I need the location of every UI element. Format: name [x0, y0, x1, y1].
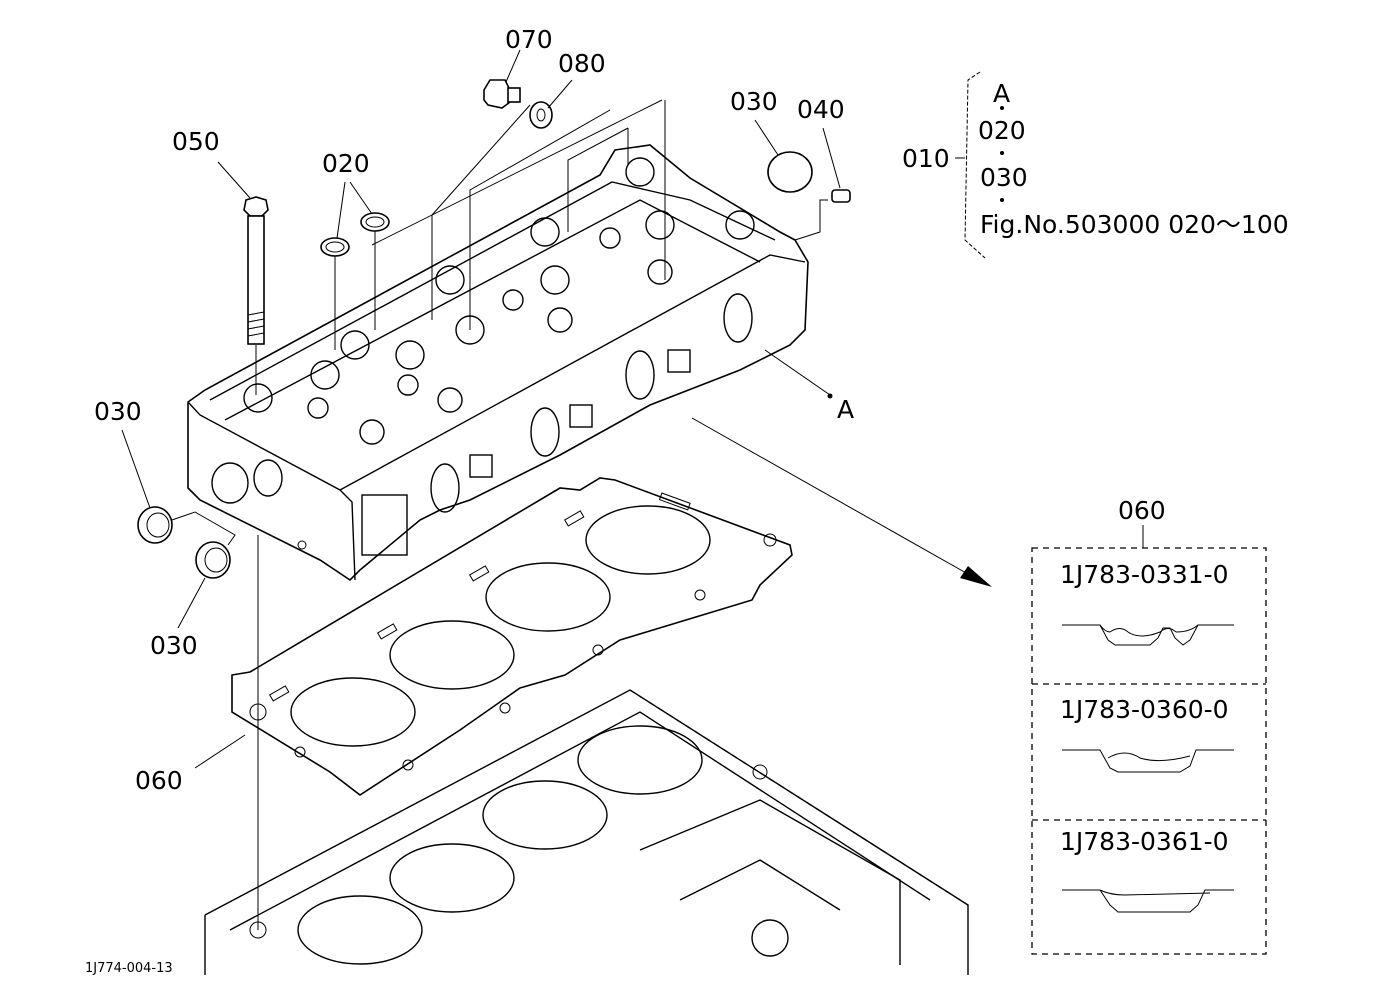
- seal-left: [137, 506, 231, 579]
- cylinder-head: [187, 144, 809, 582]
- plug: [483, 79, 521, 109]
- assembly-line-3: 030: [980, 163, 1028, 192]
- callouts: 070 080 030 040 050 020 030 030 060 A: [94, 25, 854, 795]
- gasket-variant-3-profile: [1062, 889, 1234, 913]
- head-bolt: [243, 196, 269, 395]
- assembly-line-4: Fig.No.503000 020～100: [980, 210, 1289, 239]
- callout-030-lower: 030: [150, 631, 198, 660]
- callout-020: 020: [322, 149, 370, 178]
- gasket-variant-1-part-number: 1J783-0331-0: [1060, 560, 1229, 589]
- head-gasket: [231, 477, 793, 796]
- leader-lines: [121, 49, 992, 930]
- assembly-parent: 010: [902, 144, 950, 173]
- washer: [529, 101, 553, 129]
- gasket-variant-2-profile: [1062, 749, 1234, 773]
- gasket-variant-2-part-number: 1J783-0360-0: [1060, 695, 1229, 724]
- stud: [831, 189, 851, 203]
- callout-030-left: 030: [94, 397, 142, 426]
- assembly-line-1: A: [993, 79, 1010, 108]
- drawing-id: 1J774-004-13: [85, 961, 173, 976]
- assembly-note: 010 A 020 030 Fig.No.503000 020～100: [902, 71, 1289, 259]
- gasket-variant-3-part-number: 1J783-0361-0: [1060, 827, 1229, 856]
- assembly-line-2: 020: [978, 116, 1026, 145]
- gasket-variant-1-profile: [1062, 624, 1234, 646]
- cap-top: [767, 151, 813, 193]
- gasket-detail-box: 060 1J783-0331-0 1J783-0360-0 1J783-0361…: [1031, 496, 1267, 955]
- callout-030-top: 030: [730, 87, 778, 116]
- callout-070: 070: [505, 25, 553, 54]
- callout-050: 050: [172, 127, 220, 156]
- gasket-detail-title: 060: [1118, 496, 1166, 525]
- callout-040: 040: [797, 95, 845, 124]
- cylinder-block: [204, 689, 969, 975]
- callout-080: 080: [558, 49, 606, 78]
- callout-060-gasket: 060: [135, 766, 183, 795]
- callout-point-a: A: [837, 395, 854, 424]
- seal-rings: [320, 212, 390, 257]
